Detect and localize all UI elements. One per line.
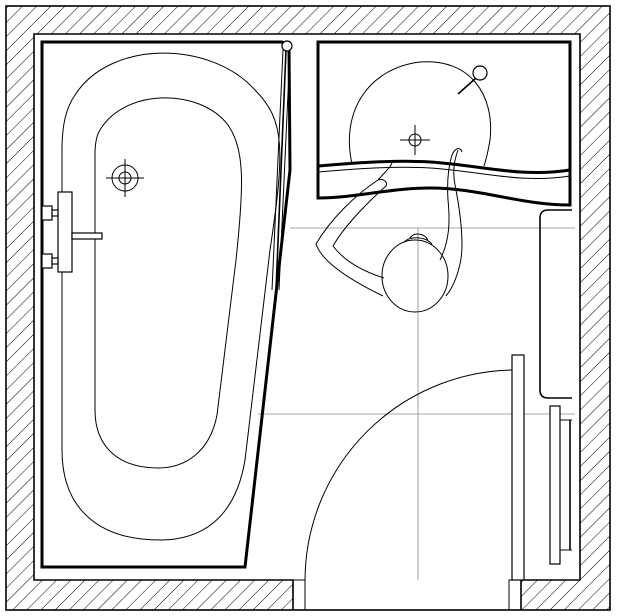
door-jamb-right: [508, 579, 522, 611]
person-left-arm: [315, 161, 393, 297]
person-head: [381, 239, 449, 313]
sink-bowl: [348, 61, 492, 167]
sink-tap-icon: [457, 65, 488, 95]
sink-drain-icon: [400, 125, 430, 155]
person-figure: [315, 147, 463, 313]
shower-hinge-icon: [281, 40, 293, 52]
guide-lines: [258, 227, 575, 580]
drain-icon: [106, 159, 144, 197]
door: [304, 354, 525, 581]
vanity-outline: [316, 40, 572, 207]
person-right-arm: [439, 147, 463, 297]
vanity-front-edge-inner: [317, 166, 571, 180]
bathtub-outer-rim: [40, 40, 292, 569]
shower-screen: [271, 40, 293, 291]
radiator: [539, 209, 572, 399]
wall-inner-outline: [33, 33, 581, 610]
wall-outer-outline: [5, 5, 611, 611]
bathtub-inner-basin: [94, 97, 243, 469]
person-hair: [403, 233, 433, 245]
door-jamb-left: [292, 579, 306, 611]
wall-cabinet: [549, 405, 572, 565]
tub-faucet-icon: [41, 191, 103, 273]
door-swing-arc: [304, 369, 517, 581]
bathtub-outer-basin: [61, 52, 281, 541]
washbasin: [316, 40, 572, 207]
door-leaf: [511, 354, 525, 581]
bathtub: [40, 40, 292, 569]
vanity-front-edge: [317, 159, 571, 175]
